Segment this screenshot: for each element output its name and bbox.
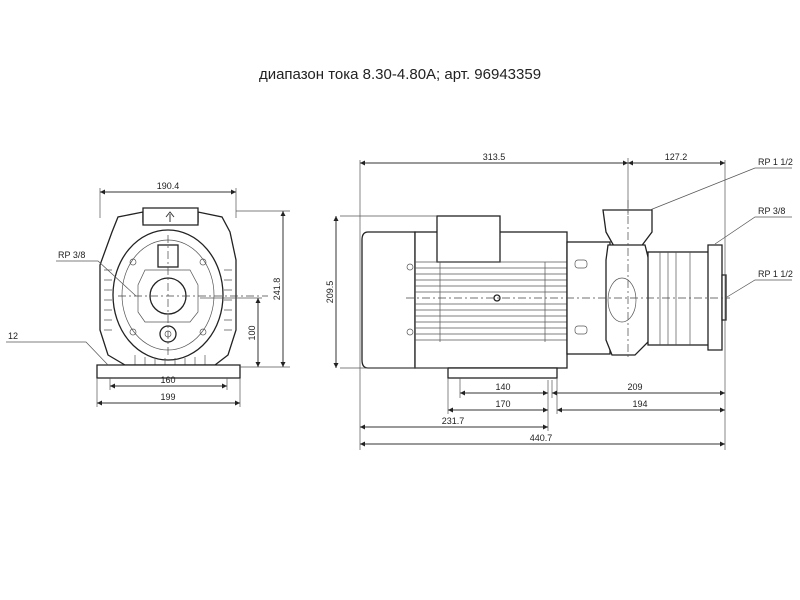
dim-width-top: 190.4 (157, 181, 180, 191)
label-inlet: RP 1 1/2 (758, 269, 793, 279)
dim-foot-holes-a: 140 (495, 382, 510, 392)
dim-pump-offset: 127.2 (665, 152, 688, 162)
pump-end-cover (707, 244, 723, 351)
front-view: 190.4 241.8 100 160 199 RP 3/8 12 (6, 181, 290, 407)
fan-cover (361, 231, 416, 369)
label-drain: RP 3/8 (758, 206, 785, 216)
dim-foot-holes: 160 (160, 375, 175, 385)
dim-foot-width: 199 (160, 392, 175, 402)
dim-height-total: 241.8 (272, 278, 282, 301)
dim-side-height: 209.5 (325, 281, 335, 304)
side-view: 313.5 127.2 209.5 140 209 170 194 231.7 … (325, 152, 793, 450)
side-base (447, 367, 558, 379)
drawing-title: диапазон тока 8.30-4.80A; арт. 96943359 (258, 66, 542, 83)
dim-to-end-b: 194 (632, 399, 647, 409)
label-port-rp38: RP 3/8 (58, 250, 85, 260)
dim-motor-length: 313.5 (483, 152, 506, 162)
dim-shaft-height: 100 (247, 325, 257, 340)
terminal-box-side (436, 215, 501, 263)
inlet-port (721, 274, 727, 321)
dim-to-end-a: 209 (627, 382, 642, 392)
dim-total-length: 440.7 (530, 433, 553, 443)
pump-stages (647, 251, 711, 346)
label-outlet: RP 1 1/2 (758, 157, 793, 167)
dim-foot-holes-b: 170 (495, 399, 510, 409)
dim-to-foot: 231.7 (442, 416, 465, 426)
dim-foot-thickness: 12 (8, 331, 18, 341)
